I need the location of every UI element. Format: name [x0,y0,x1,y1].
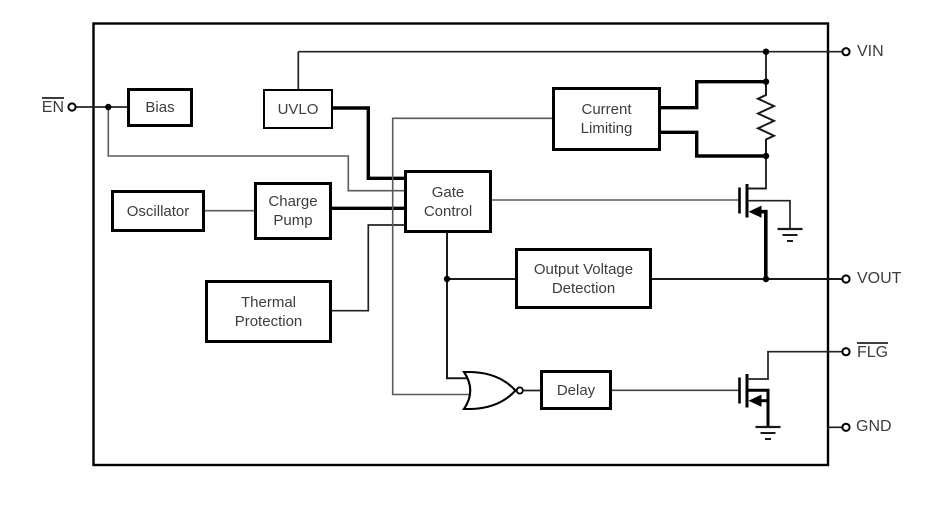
block-bias: Bias [127,88,193,127]
block-charge-pump-label: Charge Pump [268,193,318,229]
junction-dot [762,78,770,85]
pass-fet-arrow [748,205,762,218]
pin-flg-terminal [841,347,851,357]
block-thermal-protection-label: Thermal Protection [234,293,303,330]
block-charge-pump: Charge Pump [254,182,332,240]
wire-current-limit-sense-top [659,80,766,110]
wire-current-limiting-to-nor [391,117,554,396]
wire-en-to-gate-control [107,107,406,192]
pin-label-gnd: GND [856,418,892,436]
wire-thermal-to-gate-control [330,224,406,312]
pass-fet-body-to-ground [747,199,791,229]
pin-label-en: EN [24,97,64,117]
pin-gnd-text: GND [856,418,892,435]
junction-dot [443,275,451,283]
nor-gate-bubble [515,386,524,395]
flag-fet-icon [738,350,843,426]
wire-gate-control-to-nor [446,230,471,380]
block-bias-label: Bias [145,99,175,116]
wire-flag-fet-drain-to-flg-pin [747,350,843,380]
flag-fet-arrow [748,394,762,407]
pin-flg-text: FLG [857,342,889,361]
block-oscillator-label: Oscillator [126,202,190,220]
block-delay: Delay [540,370,612,410]
pass-fet-icon [738,184,791,279]
wire-pass-fet-source-to-vout [759,209,768,279]
pin-en-text: EN [41,97,64,116]
block-thermal-protection: Thermal Protection [205,280,332,343]
block-current-limiting: Current Limiting [552,87,661,151]
block-gate-control: Gate Control [404,170,492,233]
junction-dot [105,103,112,111]
pin-vin-terminal [841,47,851,57]
junction-dot [762,275,770,283]
nor-gate-body [462,370,517,411]
pin-label-vin: VIN [857,43,884,61]
pin-en-terminal [67,102,77,112]
junction-dot [762,48,770,55]
block-current-limiting-label: Current Limiting [580,101,633,137]
block-output-voltage-detection: Output Voltage Detection [515,248,652,309]
chip-outline-frame [92,22,830,467]
ground-icon [755,425,781,440]
pin-vout-terminal [841,274,851,284]
pin-vin-text: VIN [857,43,884,60]
resistor-icon [755,81,777,156]
wire-current-limit-sense-bottom [659,130,766,158]
pin-vout-text: VOUT [857,270,902,287]
nor-gate-icon [462,370,524,411]
wire-uvlo-to-gate-control [331,106,406,180]
wire-resistor-to-pass-fet-drain [748,156,767,190]
block-output-voltage-detection-label: Output Voltage Detection [533,260,634,297]
block-oscillator: Oscillator [111,190,205,232]
block-gate-control-label: Gate Control [423,183,473,220]
ground-icon [777,227,803,242]
junction-dot [762,152,770,160]
wire-flag-fet-source-to-ground [747,388,770,426]
block-uvlo: UVLO [263,89,333,129]
block-delay-label: Delay [556,381,596,399]
pin-label-vout: VOUT [857,270,901,288]
block-uvlo-label: UVLO [277,100,319,118]
pin-label-flg: FLG [857,342,889,362]
pin-gnd-terminal [841,422,851,432]
